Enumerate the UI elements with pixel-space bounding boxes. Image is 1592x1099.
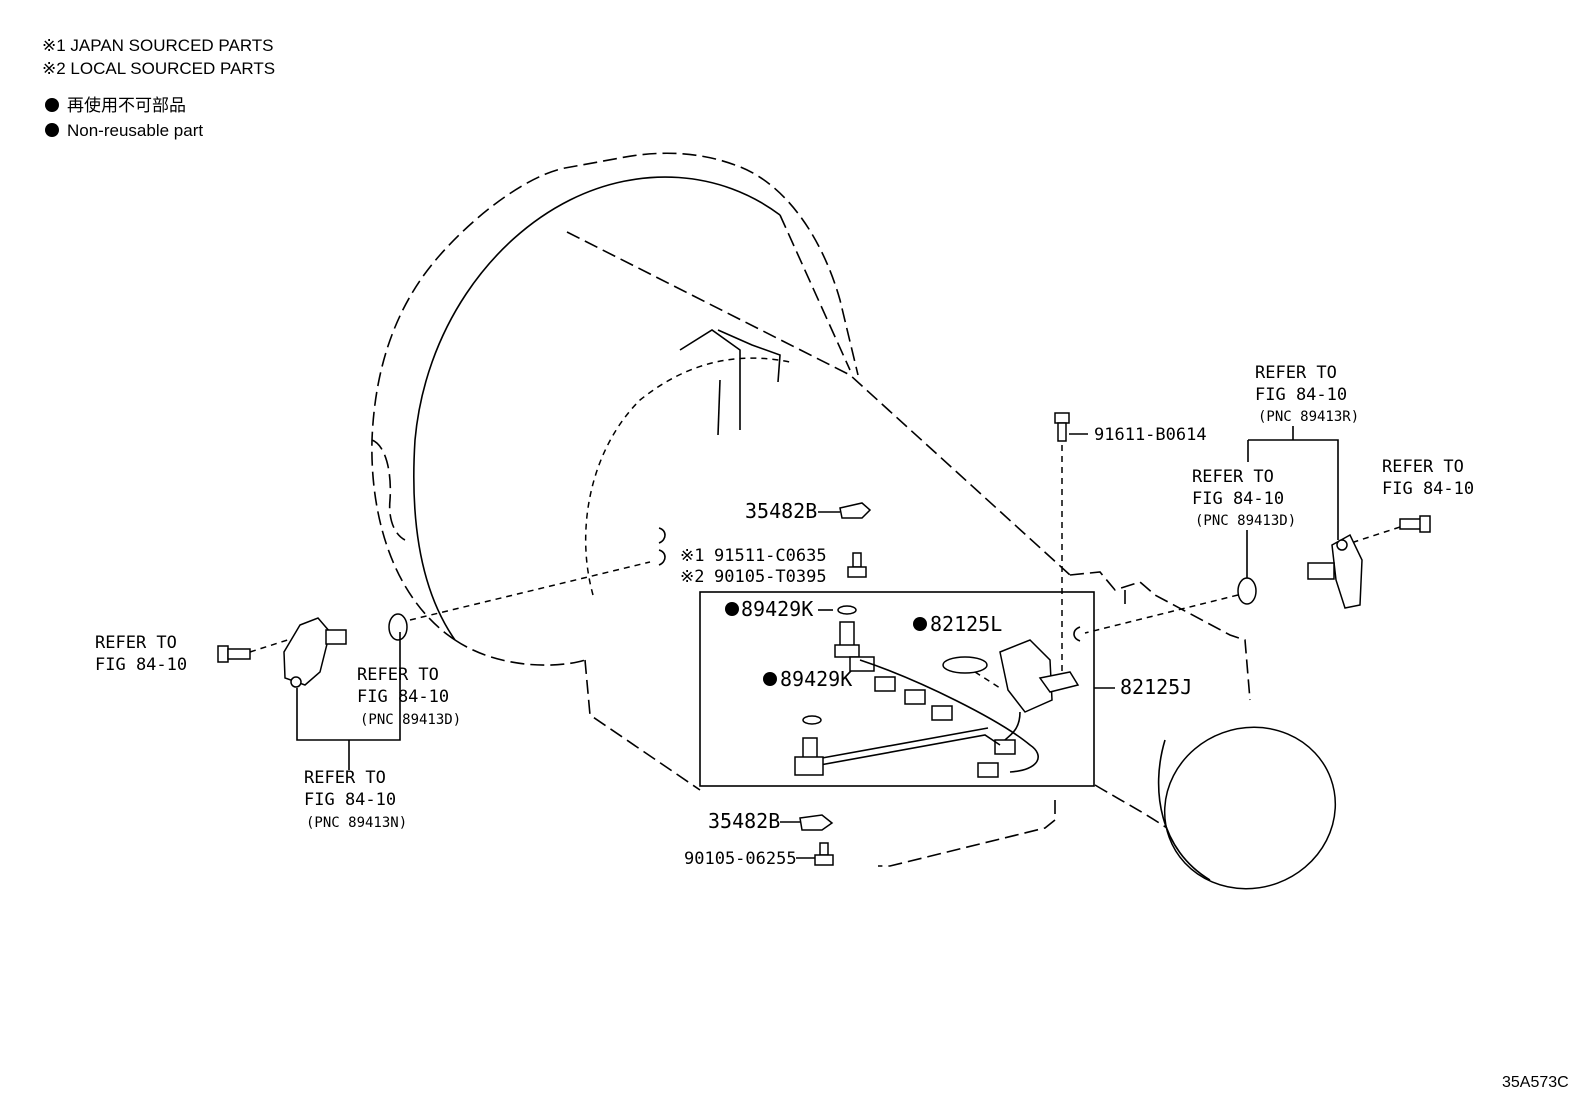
- transmission-housing: [371, 152, 1337, 890]
- fig-label: FIG 84-10: [95, 655, 187, 675]
- bell-housing-outline: [371, 152, 859, 641]
- left-sensor-group: REFER TO FIG 84-10 REFER TO FIG 84-10 (P…: [95, 527, 666, 831]
- legend-nonreusable-jp: 再使用不可部品: [67, 95, 186, 115]
- fig-label: FIG 84-10: [304, 790, 396, 810]
- part-number-82125L[interactable]: 82125L: [930, 612, 1002, 636]
- legend-nonreusable-en: Non-reusable part: [67, 121, 203, 140]
- bolt-icon[interactable]: [1054, 412, 1070, 442]
- sourcing-mark-local: ※2: [680, 567, 704, 587]
- wire-harness-lower-2: [821, 727, 989, 759]
- case-right-edge: [1069, 571, 1251, 701]
- rib-3: [717, 379, 721, 436]
- bolt-icon[interactable]: [847, 552, 867, 578]
- non-reusable-dot-icon: [913, 617, 927, 631]
- connector-icon[interactable]: [931, 705, 953, 721]
- legend-note-japan: ※1 JAPAN SOURCED PARTS: [42, 36, 274, 55]
- fig-label: FIG 84-10: [357, 687, 449, 707]
- leader-line: [409, 561, 651, 621]
- fig-label: FIG 84-10: [1192, 489, 1284, 509]
- part-number-89429K-2[interactable]: 89429K: [780, 667, 852, 691]
- case-bottom-strap: [878, 800, 1056, 867]
- case-top-edge: [566, 231, 1071, 576]
- part-number-91511[interactable]: 91511-C0635: [714, 546, 827, 566]
- tail-housing-side: [1157, 739, 1211, 881]
- clamp-icon[interactable]: [799, 814, 834, 831]
- part-number-82125J[interactable]: 82125J: [1120, 675, 1192, 699]
- connector-icon[interactable]: [977, 762, 999, 778]
- non-reusable-dot-icon: [763, 672, 777, 686]
- o-ring-icon[interactable]: [837, 605, 857, 615]
- part-number-91611[interactable]: 91611-B0614: [1094, 425, 1207, 445]
- refer-to-label: REFER TO: [304, 768, 386, 788]
- connector-body-icon[interactable]: [999, 639, 1080, 741]
- bolt-icon[interactable]: [217, 645, 251, 663]
- wire-harness: [859, 659, 1039, 773]
- solenoid-icon[interactable]: [834, 621, 875, 672]
- bore-mark: [1073, 626, 1081, 642]
- bolt-icon[interactable]: [814, 842, 834, 866]
- fig-label: FIG 84-10: [1382, 479, 1474, 499]
- pnc-label: (PNC 89413N): [306, 815, 407, 831]
- leader-line: [974, 671, 1001, 689]
- o-ring-icon[interactable]: [942, 656, 988, 674]
- figure-id: 35A573C: [1502, 1074, 1569, 1091]
- refer-to-label: REFER TO: [95, 633, 177, 653]
- connector-icon[interactable]: [994, 739, 1016, 755]
- clamp-icon[interactable]: [839, 502, 872, 519]
- o-ring-icon[interactable]: [388, 613, 408, 641]
- pnc-label: (PNC 89413D): [360, 712, 461, 728]
- refer-to-label: REFER TO: [1192, 467, 1274, 487]
- o-ring-icon[interactable]: [1237, 577, 1257, 605]
- rib-2: [717, 329, 781, 383]
- fig-label: FIG 84-10: [1255, 385, 1347, 405]
- sourcing-mark-japan: ※1: [680, 546, 704, 566]
- refer-to-label: REFER TO: [1255, 363, 1337, 383]
- bell-housing-flange: [371, 439, 406, 541]
- non-reusable-dot-icon: [725, 602, 739, 616]
- case-bottom-left: [584, 659, 701, 791]
- part-number-89429K[interactable]: 89429K: [741, 597, 813, 621]
- case-bottom-right: [1094, 784, 1171, 831]
- leader-line: [1084, 594, 1239, 634]
- wire-harness-lower: [819, 734, 1001, 766]
- pnc-label: (PNC 89413R): [1258, 409, 1359, 425]
- bell-housing-bottom: [454, 639, 586, 666]
- leader-line: [1353, 526, 1401, 543]
- rib-1: [679, 329, 741, 430]
- leader-line: [249, 635, 301, 653]
- pnc-label: (PNC 89413D): [1195, 513, 1296, 529]
- refer-to-label: REFER TO: [357, 665, 439, 685]
- bolt-icon[interactable]: [1399, 515, 1431, 533]
- part-number-35482B-2[interactable]: 35482B: [708, 809, 780, 833]
- harness-connectors: [874, 676, 1016, 778]
- legend: ※1 JAPAN SOURCED PARTS ※2 LOCAL SOURCED …: [42, 36, 275, 140]
- wire-harness-box: [699, 591, 1095, 787]
- case-top-edge-2: [779, 214, 851, 371]
- o-ring-icon[interactable]: [802, 715, 822, 725]
- part-number-35482B[interactable]: 35482B: [745, 499, 817, 523]
- right-sensor-group: REFER TO FIG 84-10 (PNC 89413R) REFER TO…: [1073, 363, 1474, 642]
- refer-to-label: REFER TO: [1382, 457, 1464, 477]
- bore-mark: [658, 527, 666, 544]
- speed-sensor-icon[interactable]: [1307, 533, 1363, 609]
- bracket-line: [1248, 439, 1339, 540]
- non-reusable-dot-icon: [45, 123, 59, 137]
- tail-housing-drum: [1163, 726, 1337, 890]
- bell-housing-opening: [413, 176, 781, 641]
- non-reusable-dot-icon: [45, 98, 59, 112]
- connector-icon[interactable]: [874, 676, 896, 692]
- solenoid-icon[interactable]: [794, 737, 824, 776]
- part-number-90105-T0395[interactable]: 90105-T0395: [714, 567, 827, 587]
- connector-icon[interactable]: [904, 689, 926, 705]
- bore-mark: [658, 549, 666, 566]
- legend-note-local: ※2 LOCAL SOURCED PARTS: [42, 59, 275, 78]
- part-number-90105-06255[interactable]: 90105-06255: [684, 849, 797, 869]
- speed-sensor-icon[interactable]: [283, 617, 347, 688]
- center-parts: 35482B ※1 91511-C0635 ※2 90105-T0395 894…: [680, 412, 1207, 869]
